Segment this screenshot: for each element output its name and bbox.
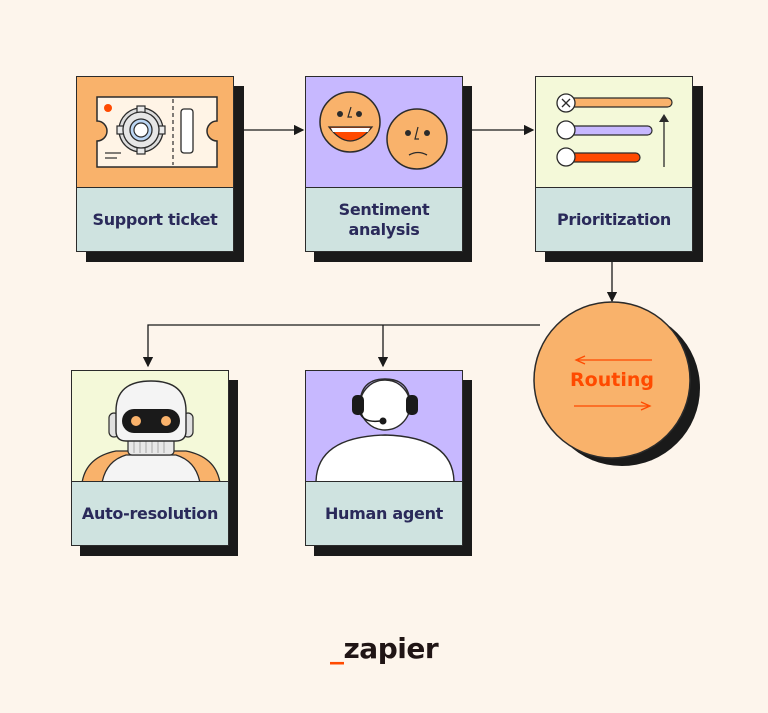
left-arrow-icon — [574, 355, 652, 365]
agent-headset-icon — [315, 378, 455, 481]
neutral-face-icon — [386, 108, 448, 170]
sentiment-label-line2: analysis — [348, 219, 420, 239]
arrow-routing-to-auto — [142, 324, 540, 368]
right-arrow-icon — [574, 401, 652, 411]
human-agent-label: Human agent — [305, 481, 463, 546]
logo-wordmark: zapier — [343, 632, 439, 665]
prioritization-label: Prioritization — [535, 187, 693, 252]
auto-resolution-label: Auto-resolution — [71, 481, 229, 546]
sentiment-illustration — [305, 76, 463, 188]
human-agent-illustration — [305, 370, 463, 482]
auto-resolution-illustration — [71, 370, 229, 482]
sentiment-label-line1: Sentiment — [338, 199, 430, 219]
robot-icon — [81, 380, 221, 481]
support-ticket-label: Support ticket — [76, 187, 234, 252]
routing-label: Routing — [570, 369, 654, 391]
emoji-faces-icon — [319, 91, 448, 170]
laughing-face-icon — [319, 91, 381, 153]
sentiment-analysis-label: Sentiment analysis — [305, 187, 463, 252]
prioritization-illustration — [535, 76, 693, 188]
logo-underscore: _ — [330, 632, 344, 665]
zapier-logo: _zapier — [330, 632, 439, 665]
priority-bars-icon — [556, 93, 673, 167]
ticket-icon — [96, 96, 218, 168]
gear-icon — [116, 105, 166, 155]
ticket-illustration — [76, 76, 234, 188]
